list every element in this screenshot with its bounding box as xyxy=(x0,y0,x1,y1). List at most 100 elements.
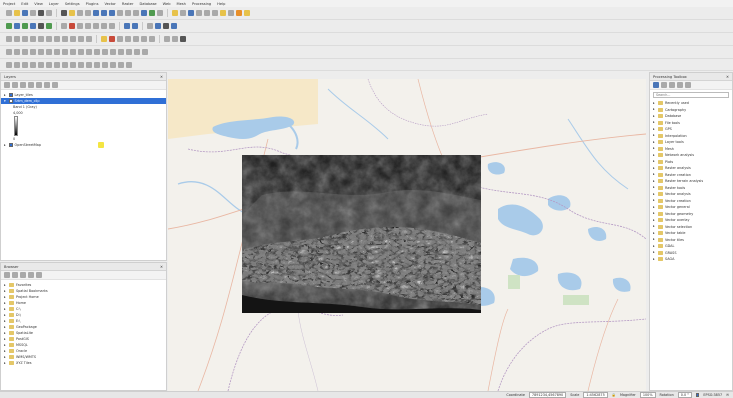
toolbox-item[interactable]: ▸Vector tiles xyxy=(650,237,732,244)
toolbox-item[interactable]: ▸Network analysis xyxy=(650,152,732,159)
models-icon[interactable] xyxy=(653,82,659,88)
toolbox-item[interactable]: ▸Mesh xyxy=(650,146,732,153)
browser-item[interactable]: ▸MSSQL xyxy=(1,342,166,348)
undo-icon[interactable] xyxy=(78,36,84,42)
toolbox-item[interactable]: ▸GPS xyxy=(650,126,732,133)
menu-item[interactable]: Web xyxy=(162,1,171,6)
toolbox-item[interactable]: ▸Vector general xyxy=(650,204,732,211)
geometry-checker-icon[interactable] xyxy=(110,61,116,68)
expand-icon[interactable]: ▸ xyxy=(653,120,655,125)
results-viewer-icon[interactable] xyxy=(669,82,675,88)
heatmap-icon[interactable] xyxy=(86,61,92,68)
redo-icon[interactable] xyxy=(86,36,92,42)
toolbox-item[interactable]: ▸Plots xyxy=(650,159,732,166)
toolbox-item[interactable]: ▸Raster analysis xyxy=(650,165,732,172)
add-mssql-icon[interactable] xyxy=(77,23,83,29)
georeferencer-icon[interactable] xyxy=(6,61,12,68)
add-geopackage-icon[interactable] xyxy=(46,23,52,29)
merge-attributes-icon[interactable] xyxy=(110,49,116,55)
expand-icon[interactable]: ▸ xyxy=(653,159,655,164)
layout-manager-icon[interactable] xyxy=(46,10,52,16)
move-label-icon[interactable] xyxy=(133,36,139,42)
browser-item[interactable]: ▸Oracle xyxy=(1,348,166,354)
raster-calculator-icon[interactable] xyxy=(70,61,76,68)
temporal-controller-icon[interactable] xyxy=(149,10,155,16)
rotate-symbols-icon[interactable] xyxy=(118,49,124,55)
layer-item-selected[interactable]: ▾ Srtm_dem_clip xyxy=(1,98,166,104)
expand-icon[interactable]: ▸ xyxy=(4,282,6,287)
expand-icon[interactable]: ▸ xyxy=(4,300,6,305)
help-icon[interactable] xyxy=(171,23,177,29)
expand-icon[interactable]: ▸ xyxy=(653,139,655,144)
add-feature-icon[interactable] xyxy=(30,36,36,42)
remove-layer-icon[interactable] xyxy=(52,82,58,88)
add-selected-layers-icon[interactable] xyxy=(4,272,10,278)
browser-item[interactable]: ▸Spatial Bookmarks xyxy=(1,288,166,294)
print-layout-icon[interactable] xyxy=(38,10,44,16)
toolbox-item[interactable]: ▸Database xyxy=(650,113,732,120)
toolbox-item[interactable]: ▸Raster terrain analysis xyxy=(650,178,732,185)
browser-item[interactable]: ▸Home xyxy=(1,300,166,306)
3d-view-icon[interactable] xyxy=(126,61,132,68)
mesh-digitizing-icon[interactable] xyxy=(46,61,52,68)
expand-icon[interactable]: ▸ xyxy=(653,172,655,177)
zoom-to-selection-icon[interactable] xyxy=(101,10,107,16)
python-icon[interactable] xyxy=(244,10,250,16)
identify-icon[interactable] xyxy=(172,10,178,16)
toolbox-item[interactable]: ▸GDAL xyxy=(650,243,732,250)
add-ring-icon[interactable] xyxy=(30,49,36,55)
expand-icon[interactable]: ▸ xyxy=(653,113,655,118)
toolbox-item[interactable]: ▸Layer tools xyxy=(650,139,732,146)
panel-close-icon[interactable]: ✕ xyxy=(159,264,163,269)
expand-icon[interactable]: ▸ xyxy=(653,191,655,196)
expand-icon[interactable]: ▸ xyxy=(653,211,655,216)
db-manager-icon[interactable] xyxy=(22,61,28,68)
change-label-icon[interactable] xyxy=(149,36,155,42)
pan-to-selection-icon[interactable] xyxy=(69,10,75,16)
save-as-icon[interactable] xyxy=(30,10,36,16)
expand-icon[interactable]: ▸ xyxy=(4,294,6,299)
collapse-all-icon[interactable] xyxy=(44,82,50,88)
add-oracle-icon[interactable] xyxy=(85,23,91,29)
add-delimited-text-icon[interactable] xyxy=(38,23,44,29)
browser-item[interactable]: ▸GeoPackage xyxy=(1,324,166,330)
pin-labels-icon[interactable] xyxy=(117,36,123,42)
add-raster-layer-icon[interactable] xyxy=(22,23,28,29)
expand-icon[interactable]: ▸ xyxy=(4,318,6,323)
toggle-editing-icon[interactable] xyxy=(14,36,20,42)
expand-icon[interactable]: ▸ xyxy=(653,165,655,170)
toolbox-item[interactable]: ▸Cartography xyxy=(650,107,732,114)
menu-item[interactable]: Database xyxy=(139,1,157,6)
zoom-last-icon[interactable] xyxy=(125,10,131,16)
delete-selected-icon[interactable] xyxy=(46,36,52,42)
browser-item[interactable]: ▸D:\ xyxy=(1,312,166,318)
snapping-icon[interactable] xyxy=(164,36,170,42)
advanced-digitizing-icon[interactable] xyxy=(6,49,12,55)
expand-icon[interactable]: ▸ xyxy=(653,133,655,138)
offset-point-icon[interactable] xyxy=(126,49,132,55)
expand-icon[interactable]: ▸ xyxy=(4,330,6,335)
open-project-icon[interactable] xyxy=(14,10,20,16)
simplify-icon[interactable] xyxy=(22,49,28,55)
rotation-field[interactable]: 0.0 ° xyxy=(677,392,692,398)
toolbox-item[interactable]: ▸Vector selection xyxy=(650,224,732,231)
layer-item[interactable]: ▸ OpenStreetMap xyxy=(1,142,166,148)
zoom-to-layer-icon[interactable] xyxy=(109,10,115,16)
field-calculator-icon[interactable] xyxy=(196,10,202,16)
collapse-browser-icon[interactable] xyxy=(28,272,34,278)
expand-icon[interactable]: ▸ xyxy=(653,146,655,151)
toolbox-item[interactable]: ▸Vector geometry xyxy=(650,211,732,218)
expand-icon[interactable]: ▸ xyxy=(653,256,655,261)
browser-item[interactable]: ▸Favorites xyxy=(1,282,166,288)
toolbox-item[interactable]: ▸Vector creation xyxy=(650,198,732,205)
expand-icon[interactable]: ▸ xyxy=(653,237,655,242)
vector-tools-icon[interactable] xyxy=(94,61,100,68)
toolbox-item[interactable]: ▸GRASS xyxy=(650,250,732,257)
refresh-icon[interactable] xyxy=(157,10,163,16)
messages-icon[interactable]: ✉ xyxy=(726,393,729,397)
expand-icon[interactable]: ▸ xyxy=(653,204,655,209)
browser-item[interactable]: ▸WMS/WMTS xyxy=(1,354,166,360)
gps-tools-icon[interactable] xyxy=(38,61,44,68)
render-checkbox[interactable] xyxy=(695,393,700,397)
expand-icon[interactable]: ▸ xyxy=(653,250,655,255)
